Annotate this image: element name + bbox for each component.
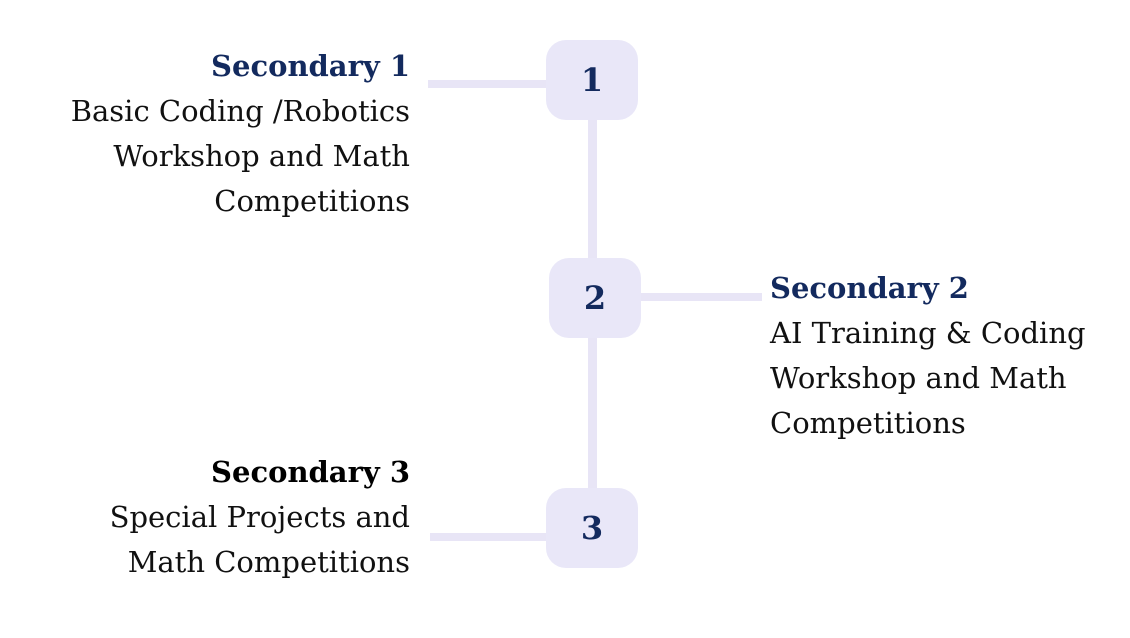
- step-3-description-line: Special Projects and: [109, 500, 410, 534]
- step-2-title: Secondary 2: [770, 271, 969, 305]
- connector-horizontal-step-3: [430, 533, 548, 541]
- step-2-label: Secondary 2 AI Training & Coding Worksho…: [770, 266, 1115, 446]
- step-1-description-line: Competitions: [214, 184, 410, 218]
- step-1-label: Secondary 1 Basic Coding /Robotics Works…: [30, 44, 410, 224]
- step-3-number: 3: [580, 509, 604, 547]
- step-3-label: Secondary 3 Special Projects and Math Co…: [30, 450, 410, 585]
- step-2-marker: 2: [549, 258, 641, 338]
- step-1-description-line: Workshop and Math: [113, 139, 410, 173]
- step-1-title: Secondary 1: [211, 49, 410, 83]
- connector-vertical-2-3: [588, 337, 597, 489]
- step-3-marker: 3: [546, 488, 638, 568]
- step-2-description-line: Workshop and Math: [770, 361, 1067, 395]
- step-2-description-line: AI Training & Coding: [770, 316, 1086, 350]
- connector-horizontal-step-1: [428, 80, 548, 88]
- step-1-marker: 1: [546, 40, 638, 120]
- connector-vertical-1-2: [588, 119, 597, 259]
- step-2-number: 2: [583, 279, 607, 317]
- step-3-title: Secondary 3: [211, 455, 410, 489]
- step-2-description-line: Competitions: [770, 406, 966, 440]
- step-3-description-line: Math Competitions: [127, 545, 410, 579]
- step-1-description-line: Basic Coding /Robotics: [70, 94, 410, 128]
- connector-horizontal-step-2: [640, 293, 762, 301]
- step-1-number: 1: [580, 61, 604, 99]
